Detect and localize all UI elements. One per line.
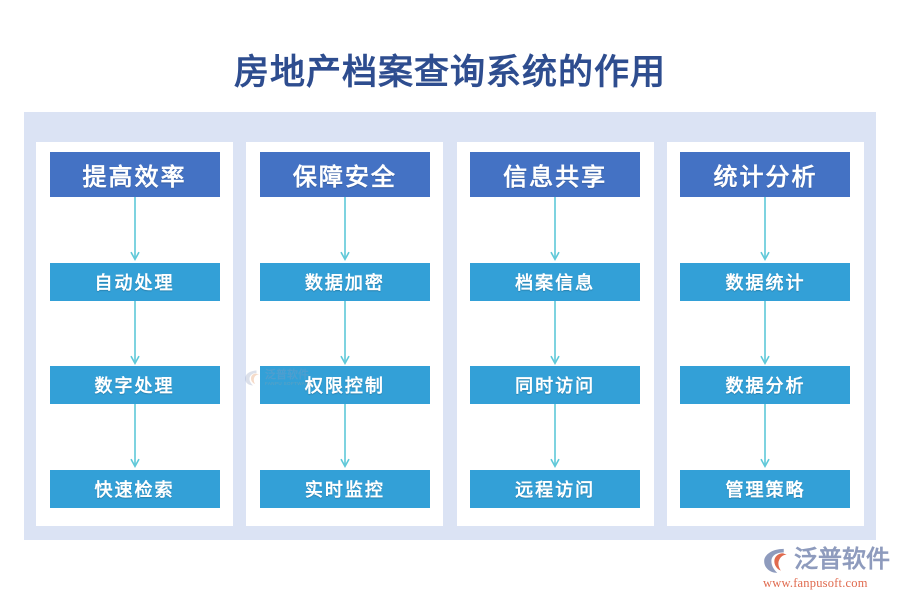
arrow-2-3 (260, 404, 430, 470)
column-step-3-3[interactable]: 远程访问 (470, 470, 641, 509)
columns-container: 提高效率 自动处理 数字处理 快速检索 (36, 142, 864, 526)
column-card-4: 统计分析 数据统计 数据分析 管理策略 (666, 142, 864, 526)
column-header-3[interactable]: 信息共享 (470, 152, 641, 197)
brand-name: 泛普软件 (794, 546, 890, 573)
column-step-2-1[interactable]: 数据加密 (259, 262, 430, 301)
arrow-3-2 (470, 301, 640, 367)
column-step-1-3[interactable]: 快速检索 (49, 470, 220, 509)
column-step-3-1[interactable]: 档案信息 (470, 262, 641, 301)
column-step-4-2[interactable]: 数据分析 (680, 366, 851, 405)
column-step-1-2[interactable]: 数字处理 (49, 366, 220, 405)
column-card-2: 保障安全 数据加密 权限控制 实时监控 (246, 142, 444, 526)
arrow-1-3 (50, 404, 220, 470)
brand-row: 泛普软件 (762, 545, 890, 575)
column-header-2[interactable]: 保障安全 (259, 152, 430, 197)
column-header-1[interactable]: 提高效率 (49, 152, 220, 197)
arrow-2-1 (260, 197, 430, 263)
arrow-4-2 (680, 301, 850, 367)
arrow-3-1 (470, 197, 640, 263)
column-header-4[interactable]: 统计分析 (680, 152, 851, 197)
page-title: 房地产档案查询系统的作用 (233, 53, 666, 92)
column-step-4-1[interactable]: 数据统计 (680, 262, 851, 301)
column-card-3: 信息共享 档案信息 同时访问 远程访问 (456, 142, 654, 526)
arrow-4-3 (680, 404, 850, 470)
column-card-1: 提高效率 自动处理 数字处理 快速检索 (36, 142, 233, 526)
column-step-2-2[interactable]: 权限控制 (259, 366, 430, 405)
arrow-2-2 (260, 301, 430, 367)
fanpu-logo-icon (764, 548, 787, 573)
column-step-3-2[interactable]: 同时访问 (470, 366, 641, 405)
arrow-1-2 (50, 301, 220, 367)
brand-logo: 泛普软件 www.fanpusoft.com (762, 545, 896, 591)
arrow-4-1 (680, 197, 850, 263)
column-step-1-1[interactable]: 自动处理 (49, 262, 220, 301)
arrow-3-3 (470, 404, 640, 470)
arrow-1-1 (50, 197, 220, 263)
brand-url: www.fanpusoft.com (763, 576, 868, 590)
column-step-2-3[interactable]: 实时监控 (259, 470, 430, 509)
column-step-4-3[interactable]: 管理策略 (680, 470, 851, 509)
